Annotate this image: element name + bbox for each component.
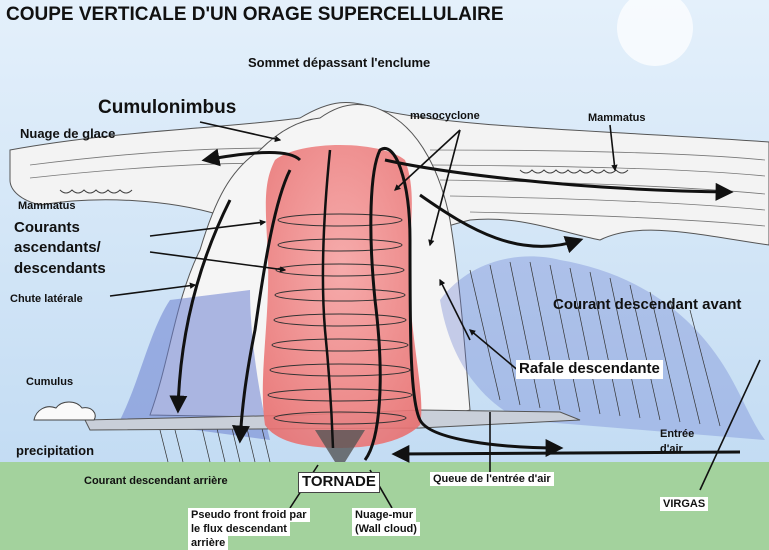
label-courants-2: ascendants/ bbox=[14, 240, 101, 257]
label-tornade: TORNADE bbox=[298, 472, 380, 493]
label-mammatus-right: Mammatus bbox=[588, 112, 645, 124]
label-virgas: VIRGAS bbox=[660, 497, 708, 511]
label-nuage-mur-1: Nuage-mur bbox=[352, 508, 416, 522]
label-courants-1: Courants bbox=[14, 220, 80, 237]
label-precipitation: precipitation bbox=[16, 444, 94, 458]
label-rafale: Rafale descendante bbox=[516, 360, 663, 379]
label-chute-laterale: Chute latérale bbox=[10, 293, 83, 305]
label-pseudo-front-1: Pseudo front froid par bbox=[188, 508, 310, 522]
label-mammatus-left: Mammatus bbox=[18, 200, 75, 212]
diagram-title: COUPE VERTICALE D'UN ORAGE SUPERCELLULAI… bbox=[6, 4, 504, 26]
label-cumulonimbus: Cumulonimbus bbox=[98, 98, 236, 119]
label-entree-air-2: d'air bbox=[660, 443, 683, 455]
label-pseudo-front-3: arrière bbox=[188, 536, 228, 550]
label-courant-desc-arriere: Courant descendant arrière bbox=[84, 475, 228, 487]
label-courants-3: descendants bbox=[14, 261, 106, 278]
label-mesocyclone: mesocyclone bbox=[410, 110, 480, 122]
label-cumulus: Cumulus bbox=[26, 376, 73, 388]
label-nuage-mur-2: (Wall cloud) bbox=[352, 522, 420, 536]
label-courant-desc-avant: Courant descendant avant bbox=[553, 297, 741, 314]
label-sommet: Sommet dépassant l'enclume bbox=[248, 56, 430, 70]
label-nuage-glace: Nuage de glace bbox=[20, 127, 115, 141]
label-pseudo-front-2: le flux descendant bbox=[188, 522, 290, 536]
label-entree-air-1: Entrée bbox=[660, 428, 694, 440]
label-queue-entree: Queue de l'entrée d'air bbox=[430, 472, 554, 486]
updraft-core bbox=[263, 145, 422, 448]
